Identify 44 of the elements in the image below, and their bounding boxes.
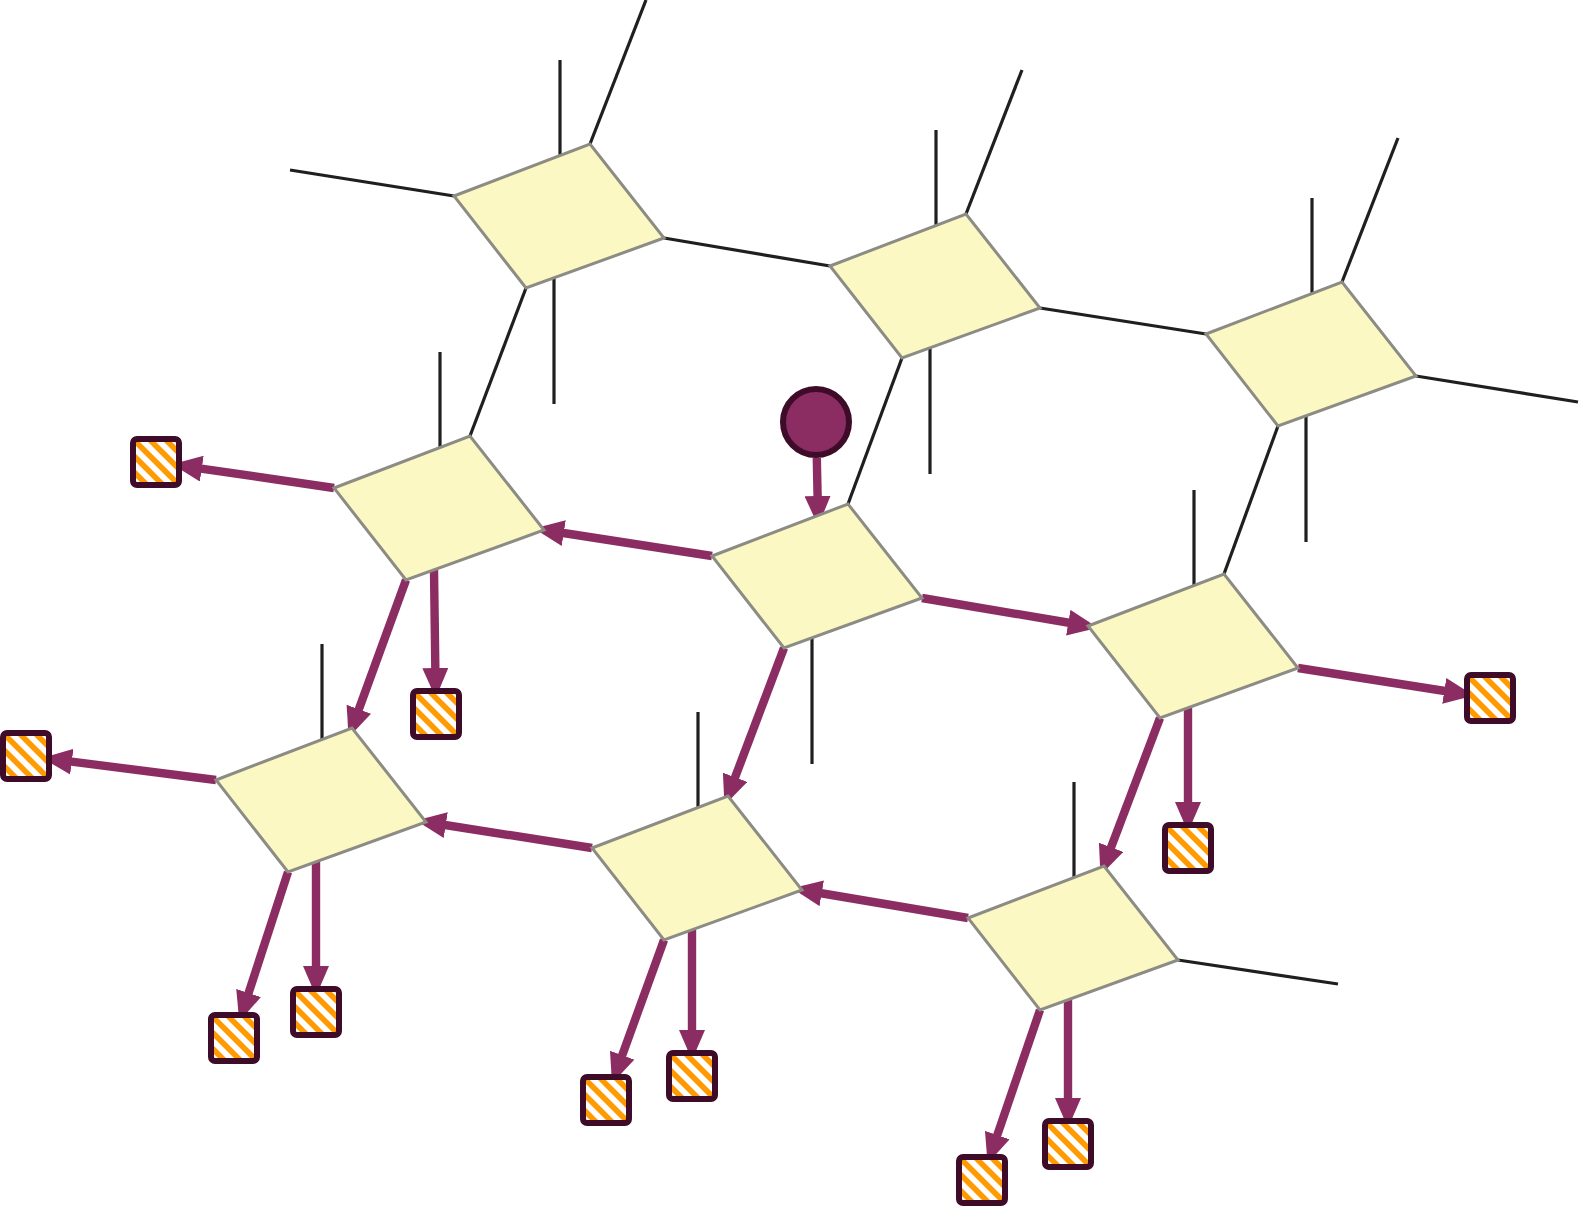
line bbox=[934, 130, 938, 226]
hatched-square bbox=[208, 1012, 260, 1064]
hatched-square bbox=[410, 688, 462, 740]
line bbox=[964, 69, 1024, 215]
line bbox=[1177, 958, 1339, 986]
filled-circle bbox=[780, 386, 852, 458]
hatched-square bbox=[666, 1050, 718, 1102]
hatched-square bbox=[290, 986, 342, 1038]
line bbox=[696, 712, 700, 808]
diamond bbox=[1204, 280, 1418, 428]
hatched-square bbox=[956, 1154, 1008, 1206]
line bbox=[810, 638, 814, 764]
line bbox=[320, 644, 324, 740]
diamond bbox=[452, 142, 666, 290]
line bbox=[438, 352, 442, 448]
diamond bbox=[710, 502, 924, 650]
line bbox=[663, 236, 831, 268]
diamond bbox=[828, 212, 1042, 360]
line bbox=[552, 278, 556, 404]
diamond bbox=[1086, 572, 1300, 720]
line bbox=[1222, 425, 1280, 575]
hatched-square bbox=[1162, 822, 1214, 874]
line bbox=[1310, 198, 1314, 294]
line bbox=[1072, 782, 1076, 878]
hatched-square bbox=[1464, 672, 1516, 724]
diamond bbox=[590, 794, 804, 942]
line bbox=[1039, 306, 1207, 336]
hatched-square bbox=[580, 1074, 632, 1126]
line bbox=[289, 168, 455, 198]
diamond bbox=[966, 864, 1180, 1012]
line bbox=[1415, 374, 1579, 404]
line bbox=[1192, 490, 1196, 586]
line bbox=[846, 357, 904, 505]
line bbox=[928, 348, 932, 474]
line bbox=[468, 287, 528, 437]
diamond bbox=[332, 434, 546, 582]
diamond bbox=[214, 726, 428, 874]
line bbox=[588, 0, 648, 145]
hatched-square bbox=[1042, 1118, 1094, 1170]
hatched-square bbox=[0, 730, 52, 782]
line bbox=[1304, 416, 1308, 542]
line bbox=[1340, 137, 1400, 283]
line bbox=[558, 60, 562, 156]
hatched-square bbox=[130, 436, 182, 488]
